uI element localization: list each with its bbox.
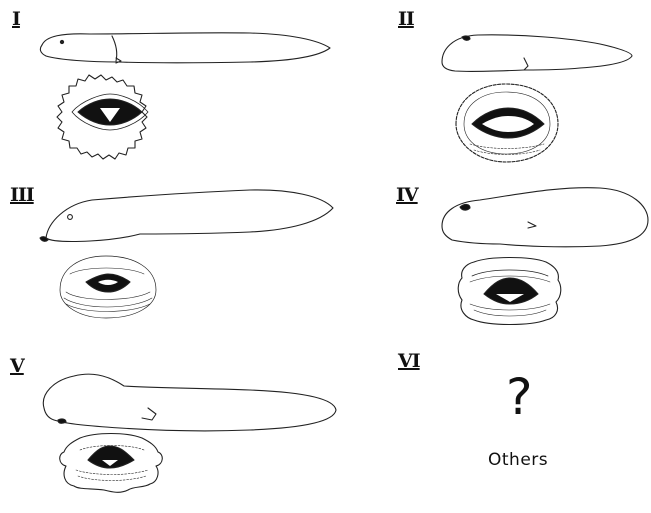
tadpole-body-1 <box>40 33 330 63</box>
tadpole-body-4 <box>442 188 648 247</box>
mouthpart-disc-4 <box>458 258 561 325</box>
mouthpart-disc-2 <box>456 84 558 162</box>
mouthpart-disc-1 <box>57 75 148 159</box>
tadpole-body-2 <box>442 35 632 72</box>
mouthpart-disc-5 <box>60 434 163 493</box>
mouthpart-disc-3 <box>60 256 156 318</box>
tadpole-body-5 <box>43 374 336 431</box>
tadpole-body-3 <box>40 190 333 242</box>
